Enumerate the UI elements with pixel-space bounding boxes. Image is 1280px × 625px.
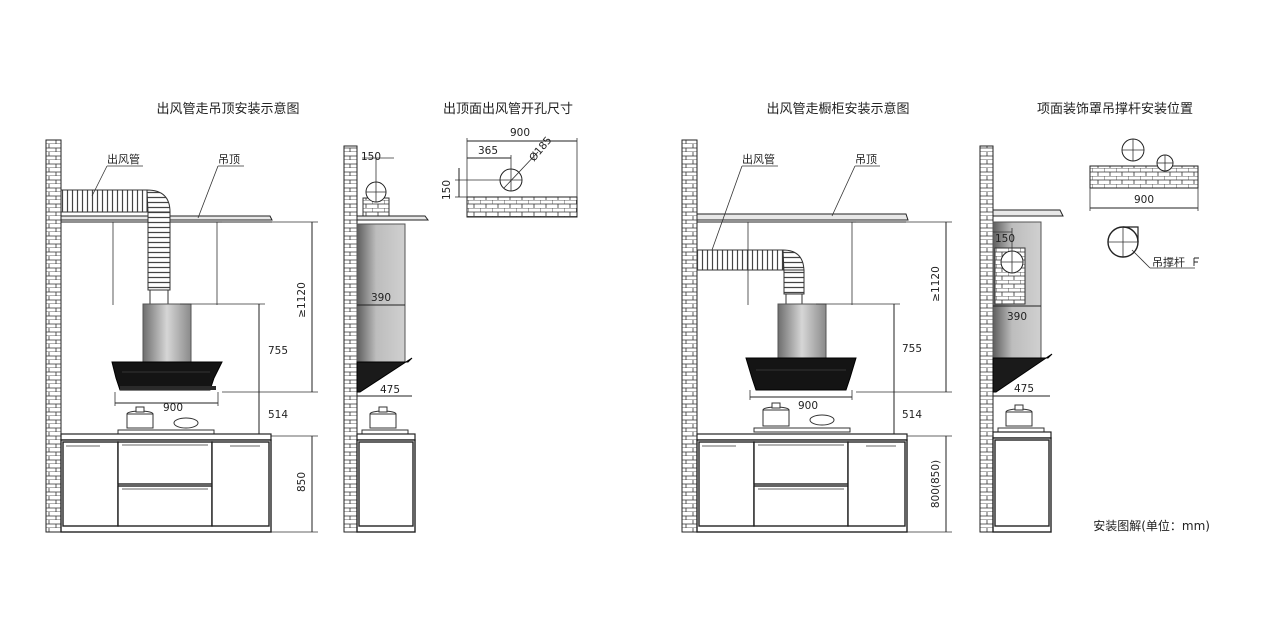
panel6-title: 项面装饰罩吊撑杆安装位置 [1037, 102, 1193, 117]
dim-width-900: 900 [510, 127, 530, 139]
dim-150: 150 [441, 180, 453, 200]
units-note: 安装图解(单位：mm) [1093, 518, 1210, 533]
duct-label: 出风管 [742, 152, 775, 166]
dim-min-height: ≥1120 [296, 282, 308, 318]
dim-hood-width: 900 [798, 400, 818, 412]
panel3-title: 出顶面出风管开孔尺寸 [443, 102, 573, 117]
ceiling-board [696, 213, 909, 221]
hood-chimney [777, 303, 827, 363]
dim-width-900: 900 [1134, 194, 1154, 206]
hood-side [356, 357, 413, 393]
panel-cabinet-side: 150 390 475 [979, 145, 1064, 533]
cooktop [117, 406, 215, 435]
hood-side [992, 353, 1053, 393]
dim-475: 475 [1014, 383, 1034, 395]
brick-wall [45, 139, 62, 533]
panel-hole-size: 出顶面出风管开孔尺寸 900 365 Ø185 150 [441, 102, 578, 218]
brick-wall [979, 145, 994, 533]
dim-hood-height: 755 [902, 343, 922, 355]
range-hood [111, 361, 223, 391]
dim-counter-height: 850 [296, 472, 308, 492]
cooktop [997, 404, 1045, 433]
range-hood [745, 357, 857, 391]
dim-hood-width: 900 [163, 402, 183, 414]
dim-390: 390 [1007, 311, 1027, 323]
panel-ceiling-side: 150 390 475 [343, 145, 429, 533]
dim-365: 365 [478, 145, 498, 157]
ceiling-slab [1089, 165, 1199, 189]
panel4-title: 出风管走橱柜安装示意图 [766, 101, 909, 117]
cooktop [753, 402, 851, 433]
panel-rod-position: 项面装饰罩吊撑杆安装位置 900 吊撑杆 [1037, 102, 1199, 269]
chimney-side [356, 223, 406, 363]
dim-min-height: ≥1120 [930, 266, 942, 302]
dim-gap: 514 [902, 409, 922, 421]
dim-475: 475 [380, 384, 400, 396]
dim-gap: 514 [268, 409, 288, 421]
ceiling-label: 吊顶 [855, 153, 877, 166]
brick-wall [681, 139, 698, 533]
dim-150: 150 [995, 233, 1015, 245]
ceiling-label: 吊顶 [218, 153, 240, 166]
dim-hood-height: 755 [268, 345, 288, 357]
cooktop [361, 406, 409, 435]
exhaust-duct [696, 249, 784, 271]
rod-label: 吊撑杆 [1152, 255, 1185, 269]
dim-diameter: Ø185 [527, 135, 554, 164]
exhaust-duct-vertical [147, 211, 171, 291]
base-cabinet [696, 433, 908, 533]
dim-counter-height: 800(850) [930, 460, 942, 508]
panel-cabinet-install: 出风管走橱柜安装示意图 出风管 吊顶 ≥1120 755 514 800(850… [681, 101, 952, 533]
panel-ceiling-install: 出风管走吊顶安装示意图 出风管 吊顶 ≥112 [45, 101, 318, 533]
ceiling-slab [466, 196, 578, 218]
panel1-title: 出风管走吊顶安装示意图 [156, 101, 299, 117]
brick-wall [343, 145, 358, 533]
duct-label: 出风管 [107, 152, 140, 166]
dim-390: 390 [371, 292, 391, 304]
base-cabinet [60, 433, 272, 533]
hood-chimney [142, 303, 192, 363]
dim-150: 150 [361, 151, 381, 163]
exhaust-duct [60, 189, 148, 213]
